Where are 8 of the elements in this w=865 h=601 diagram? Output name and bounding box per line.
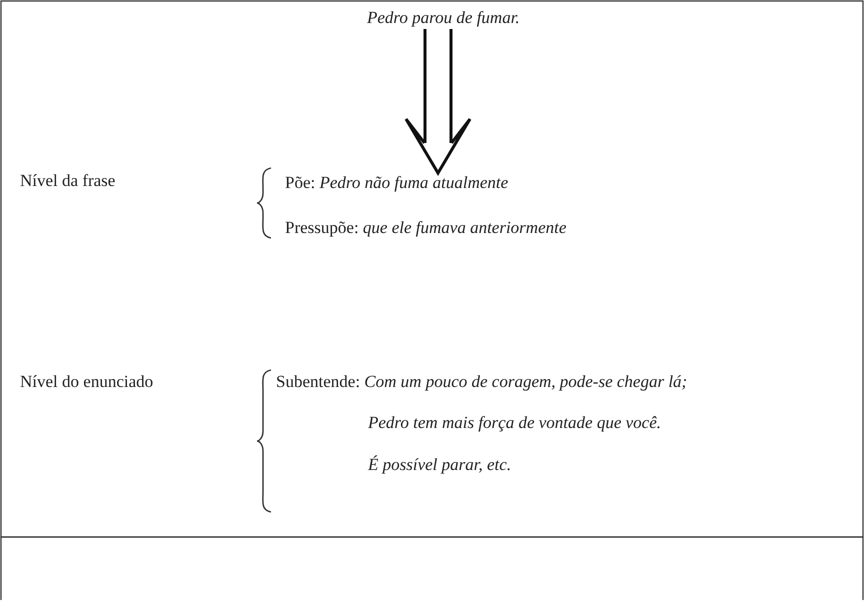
text-label: Nível do enunciado: [20, 372, 154, 392]
text-label: Pedro tem mais força de vontade que você.: [368, 413, 662, 433]
text-label: Subentende: Com um pouco de coragem, pode-se chegar lá;: [276, 372, 688, 392]
text-label: Nível da frase: [20, 171, 116, 191]
text-label: É possível parar, etc.: [368, 455, 512, 475]
text-label: Pressupõe: que ele fumava anteriormente: [285, 218, 566, 238]
sentence-text: Põe: Pedro não fuma atualmente: [285, 173, 508, 193]
sentence-text: Pedro parou de fumar.: [367, 8, 520, 28]
